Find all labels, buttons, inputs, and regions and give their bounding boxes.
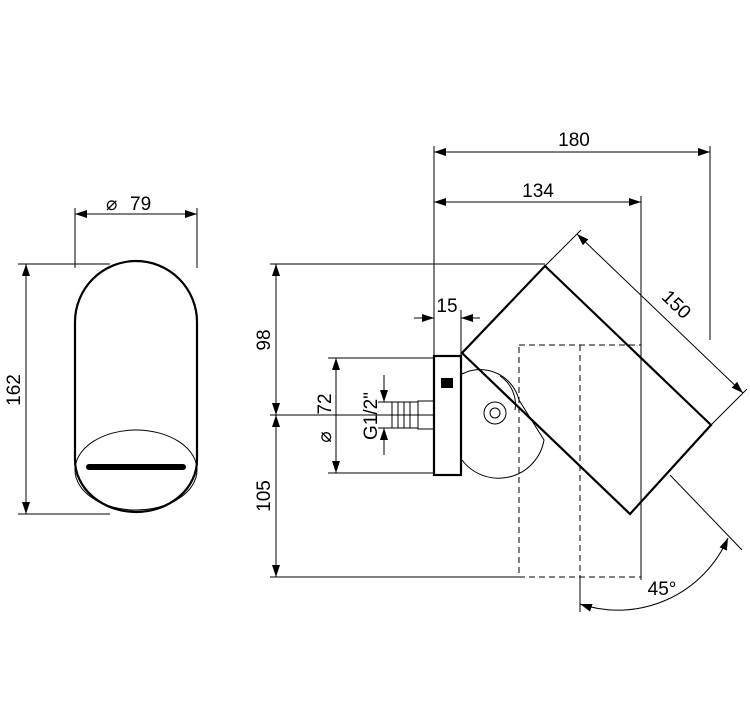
height-below-label: 105 xyxy=(254,480,275,512)
wall-plate xyxy=(432,354,463,477)
plate-depth-label: 15 xyxy=(436,296,457,317)
front-outlet-ellipse xyxy=(74,429,198,511)
front-view: ⌀ 79 162 xyxy=(4,193,199,515)
front-diameter-symbol: ⌀ xyxy=(106,193,117,215)
front-height-label: 162 xyxy=(4,374,25,406)
overall-width-label: 180 xyxy=(558,130,590,151)
plate-diameter-label: 72 xyxy=(315,393,336,414)
plate-diameter-symbol: ⌀ xyxy=(314,431,336,442)
body-length-label: 150 xyxy=(657,286,694,323)
front-body-outline xyxy=(73,259,199,514)
axis-width-label: 134 xyxy=(522,181,554,202)
front-outlet-slot xyxy=(86,464,186,470)
side-view: 180 134 15 98 10 xyxy=(254,130,748,612)
height-above-label: 98 xyxy=(254,329,275,350)
thread-label: G1/2" xyxy=(361,392,382,440)
front-diameter-label: 79 xyxy=(130,194,151,215)
rotation-angle-label: 45° xyxy=(648,579,677,600)
swivel-screw xyxy=(483,401,507,425)
swivel-joint xyxy=(461,369,545,479)
